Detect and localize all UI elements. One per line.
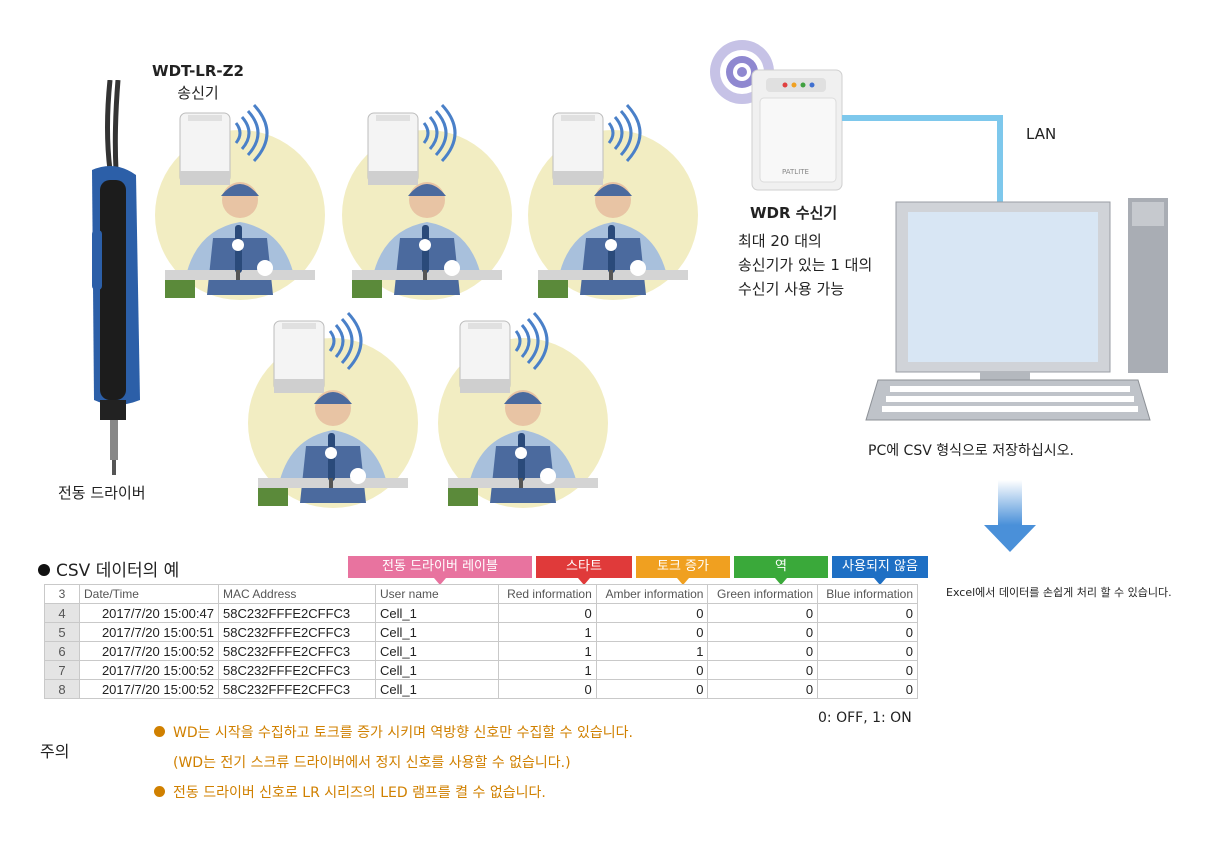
tag-unused-text: 사용되지 않음 — [842, 559, 918, 574]
note-line-1: WD는 시작을 수집하고 토크를 증가 시키며 역방향 신호만 수집할 수 있습… — [154, 722, 633, 742]
tag-torque-up: 토크 증가 — [636, 556, 730, 585]
cell-amber: 0 — [595, 660, 709, 680]
cell-user: Cell_1 — [375, 603, 499, 623]
cell-red: 0 — [498, 603, 597, 623]
tag-unused: 사용되지 않음 — [832, 556, 928, 585]
table-row: 8 2017/7/20 15:00:52 58C232FFFE2CFFC3 Ce… — [44, 679, 918, 699]
row-number: 7 — [44, 660, 80, 680]
row-number: 3 — [44, 584, 80, 604]
tag-start: 스타트 — [536, 556, 632, 585]
table-row: 4 2017/7/20 15:00:47 58C232FFFE2CFFC3 Ce… — [44, 603, 918, 623]
receiver-desc-1: 최대 20 대의 — [738, 232, 822, 250]
tag-reverse: 역 — [734, 556, 828, 585]
cell-green: 0 — [707, 622, 819, 642]
cell-datetime: 2017/7/20 15:00:52 — [79, 641, 219, 661]
cell-blue: 0 — [817, 641, 918, 661]
cell-mac: 58C232FFFE2CFFC3 — [218, 660, 376, 680]
transmitter-device-4 — [272, 311, 363, 395]
cell-datetime: 2017/7/20 15:00:47 — [79, 603, 219, 623]
table-row: 5 2017/7/20 15:00:51 58C232FFFE2CFFC3 Ce… — [44, 622, 918, 642]
csv-title-text: CSV 데이터의 예 — [56, 561, 180, 581]
cell-red: 1 — [498, 622, 597, 642]
transmitter-model: WDT-LR-Z2 — [152, 62, 244, 80]
receiver-title: WDR 수신기 — [750, 204, 838, 222]
tag-torque-up-text: 토크 증가 — [657, 559, 709, 574]
cell-blue: 0 — [817, 679, 918, 699]
bullet-icon — [154, 786, 165, 797]
cell-blue: 0 — [817, 622, 918, 642]
row-number: 6 — [44, 641, 80, 661]
receiver-desc-2: 송신기가 있는 1 대의 — [738, 256, 873, 274]
receiver-desc-3: 수신기 사용 가능 — [738, 280, 845, 298]
cell-amber: 0 — [595, 622, 709, 642]
cell-blue: 0 — [817, 603, 918, 623]
col-header-amber: Amber information — [595, 584, 709, 604]
network-diagram — [710, 40, 1168, 421]
row-number: 5 — [44, 622, 80, 642]
cell-green: 0 — [707, 603, 819, 623]
transmitter-device-3 — [551, 103, 642, 187]
table-row: 7 2017/7/20 15:00:52 58C232FFFE2CFFC3 Ce… — [44, 660, 918, 680]
col-header-user: User name — [375, 584, 499, 604]
electric-driver-image — [92, 80, 140, 475]
receiver-brand: PATLITE — [782, 168, 809, 176]
lan-label: LAN — [1026, 125, 1057, 143]
col-header-mac: MAC Address — [218, 584, 376, 604]
notes-title: 주의 — [40, 742, 70, 761]
table-header-row: 3 Date/Time MAC Address User name Red in… — [44, 584, 918, 604]
csv-title: CSV 데이터의 예 — [38, 556, 179, 581]
row-number: 8 — [44, 679, 80, 699]
cell-user: Cell_1 — [375, 660, 499, 680]
transmitter-device-5 — [458, 311, 549, 395]
cell-red: 0 — [498, 679, 597, 699]
cell-amber: 0 — [595, 679, 709, 699]
cell-mac: 58C232FFFE2CFFC3 — [218, 679, 376, 699]
note-line-3-text: 전동 드라이버 신호로 LR 시리즈의 LED 램프를 켤 수 없습니다. — [173, 785, 546, 801]
tag-driver-label-text: 전동 드라이버 레이블 — [382, 559, 498, 574]
cell-mac: 58C232FFFE2CFFC3 — [218, 603, 376, 623]
table-row: 6 2017/7/20 15:00:52 58C232FFFE2CFFC3 Ce… — [44, 641, 918, 661]
col-header-red: Red information — [498, 584, 597, 604]
cell-green: 0 — [707, 641, 819, 661]
csv-table: 3 Date/Time MAC Address User name Red in… — [44, 584, 918, 699]
bullet-icon — [154, 726, 165, 737]
note-line-3: 전동 드라이버 신호로 LR 시리즈의 LED 램프를 켤 수 없습니다. — [154, 782, 546, 802]
cell-green: 0 — [707, 679, 819, 699]
col-header-datetime: Date/Time — [79, 584, 219, 604]
col-header-green: Green information — [707, 584, 819, 604]
cell-user: Cell_1 — [375, 622, 499, 642]
pc-save-label: PC에 CSV 형식으로 저장하십시오. — [868, 443, 1074, 459]
tag-driver-label: 전동 드라이버 레이블 — [348, 556, 532, 585]
cell-datetime: 2017/7/20 15:00:51 — [79, 622, 219, 642]
cell-datetime: 2017/7/20 15:00:52 — [79, 679, 219, 699]
cell-green: 0 — [707, 660, 819, 680]
cell-user: Cell_1 — [375, 679, 499, 699]
cell-amber: 1 — [595, 641, 709, 661]
cell-mac: 58C232FFFE2CFFC3 — [218, 622, 376, 642]
cell-amber: 0 — [595, 603, 709, 623]
down-arrow-icon — [984, 480, 1036, 552]
transmitter-device-1 — [178, 103, 269, 187]
cell-blue: 0 — [817, 660, 918, 680]
tag-reverse-text: 역 — [775, 559, 787, 574]
cell-mac: 58C232FFFE2CFFC3 — [218, 641, 376, 661]
col-header-blue: Blue information — [817, 584, 918, 604]
cell-red: 1 — [498, 660, 597, 680]
cell-user: Cell_1 — [375, 641, 499, 661]
excel-label: Excel에서 데이터를 손쉽게 처리 할 수 있습니다. — [946, 586, 1172, 599]
transmitter-label: 송신기 — [177, 84, 219, 102]
driver-label: 전동 드라이버 — [58, 484, 146, 502]
onoff-legend: 0: OFF, 1: ON — [818, 710, 912, 726]
cell-datetime: 2017/7/20 15:00:52 — [79, 660, 219, 680]
transmitter-device-2 — [366, 103, 457, 187]
note-line-1-text: WD는 시작을 수집하고 토크를 증가 시키며 역방향 신호만 수집할 수 있습… — [173, 725, 633, 741]
row-number: 4 — [44, 603, 80, 623]
note-line-2: (WD는 전기 스크류 드라이버에서 정지 신호를 사용할 수 없습니다.) — [173, 755, 571, 771]
tag-start-text: 스타트 — [566, 559, 602, 574]
cell-red: 1 — [498, 641, 597, 661]
